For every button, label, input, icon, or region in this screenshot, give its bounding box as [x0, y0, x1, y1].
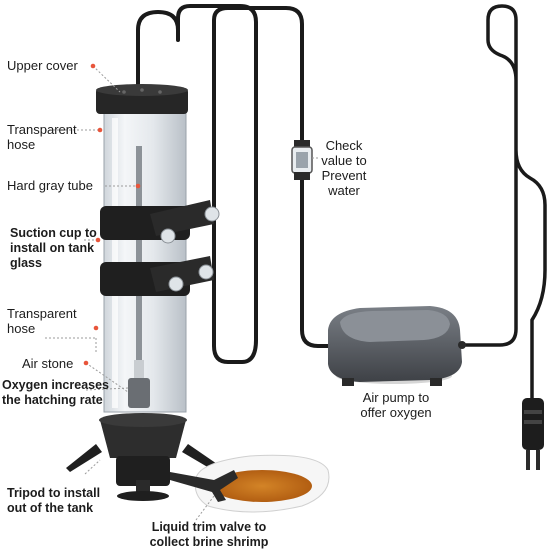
- label-line: hose: [7, 137, 36, 152]
- label-line: Check: [325, 138, 363, 153]
- collection-dish: [170, 454, 330, 513]
- label-line: Oxygen increases: [2, 378, 110, 392]
- air-pump-icon: [328, 306, 466, 386]
- label-line: Tripod to install: [7, 486, 101, 500]
- label-check-valve: Check value to Prevent water: [316, 138, 372, 198]
- label-line: install on tank: [10, 241, 95, 255]
- suction-clamp-upper: [100, 200, 220, 244]
- label-line: Transparent: [7, 122, 77, 137]
- label-liquid-trim-valve: Liquid trim valve to collect brine shrim…: [134, 520, 284, 550]
- dot-hard-gray-tube: [135, 183, 141, 189]
- label-line: collect brine shrimp: [149, 535, 269, 549]
- dot-transparent-hose-2: [93, 325, 99, 331]
- leader-lines: [45, 65, 318, 521]
- label-line: Liquid trim valve to: [151, 520, 267, 534]
- label-air-stone: Air stone: [22, 356, 74, 371]
- label-transparent-hose-2: Transparent hose: [7, 306, 77, 336]
- label-line: Prevent: [321, 168, 367, 183]
- dot-air-stone: [83, 360, 89, 366]
- air-hose: [136, 4, 304, 364]
- leader-dots: [83, 63, 141, 366]
- label-air-pump: Air pump to offer oxygen: [348, 390, 444, 420]
- label-line: Air pump to: [362, 390, 430, 405]
- label-hard-gray-tube: Hard gray tube: [7, 178, 93, 193]
- label-line: Transparent: [7, 306, 77, 321]
- air-stone-icon: [128, 360, 150, 408]
- label-upper-cover: Upper cover: [7, 58, 78, 73]
- upper-cover-icon: [96, 84, 188, 114]
- label-line: value to: [321, 153, 367, 168]
- label-line: the hatching rate: [2, 393, 103, 407]
- dot-transparent-hose-1: [97, 127, 103, 133]
- label-tripod: Tripod to install out of the tank: [7, 486, 100, 516]
- power-plug-icon: [522, 398, 544, 470]
- label-transparent-hose-1: Transparent hose: [7, 122, 77, 152]
- dot-upper-cover: [90, 63, 96, 69]
- suction-clamp-lower: [100, 256, 214, 296]
- label-suction-cup: Suction cup to install on tank glass: [10, 226, 97, 271]
- label-oxygen-increases: Oxygen increases the hatching rate: [2, 378, 109, 408]
- label-line: offer oxygen: [360, 405, 432, 420]
- label-line: water: [328, 183, 360, 198]
- label-line: Suction cup to: [10, 226, 97, 240]
- dot-suction-cup: [95, 237, 101, 243]
- label-line: hose: [7, 321, 36, 336]
- check-valve-icon: [291, 140, 313, 180]
- label-line: glass: [10, 256, 42, 270]
- power-cord: [456, 4, 547, 402]
- air-hose-lower: [300, 178, 332, 348]
- label-line: out of the tank: [7, 501, 94, 515]
